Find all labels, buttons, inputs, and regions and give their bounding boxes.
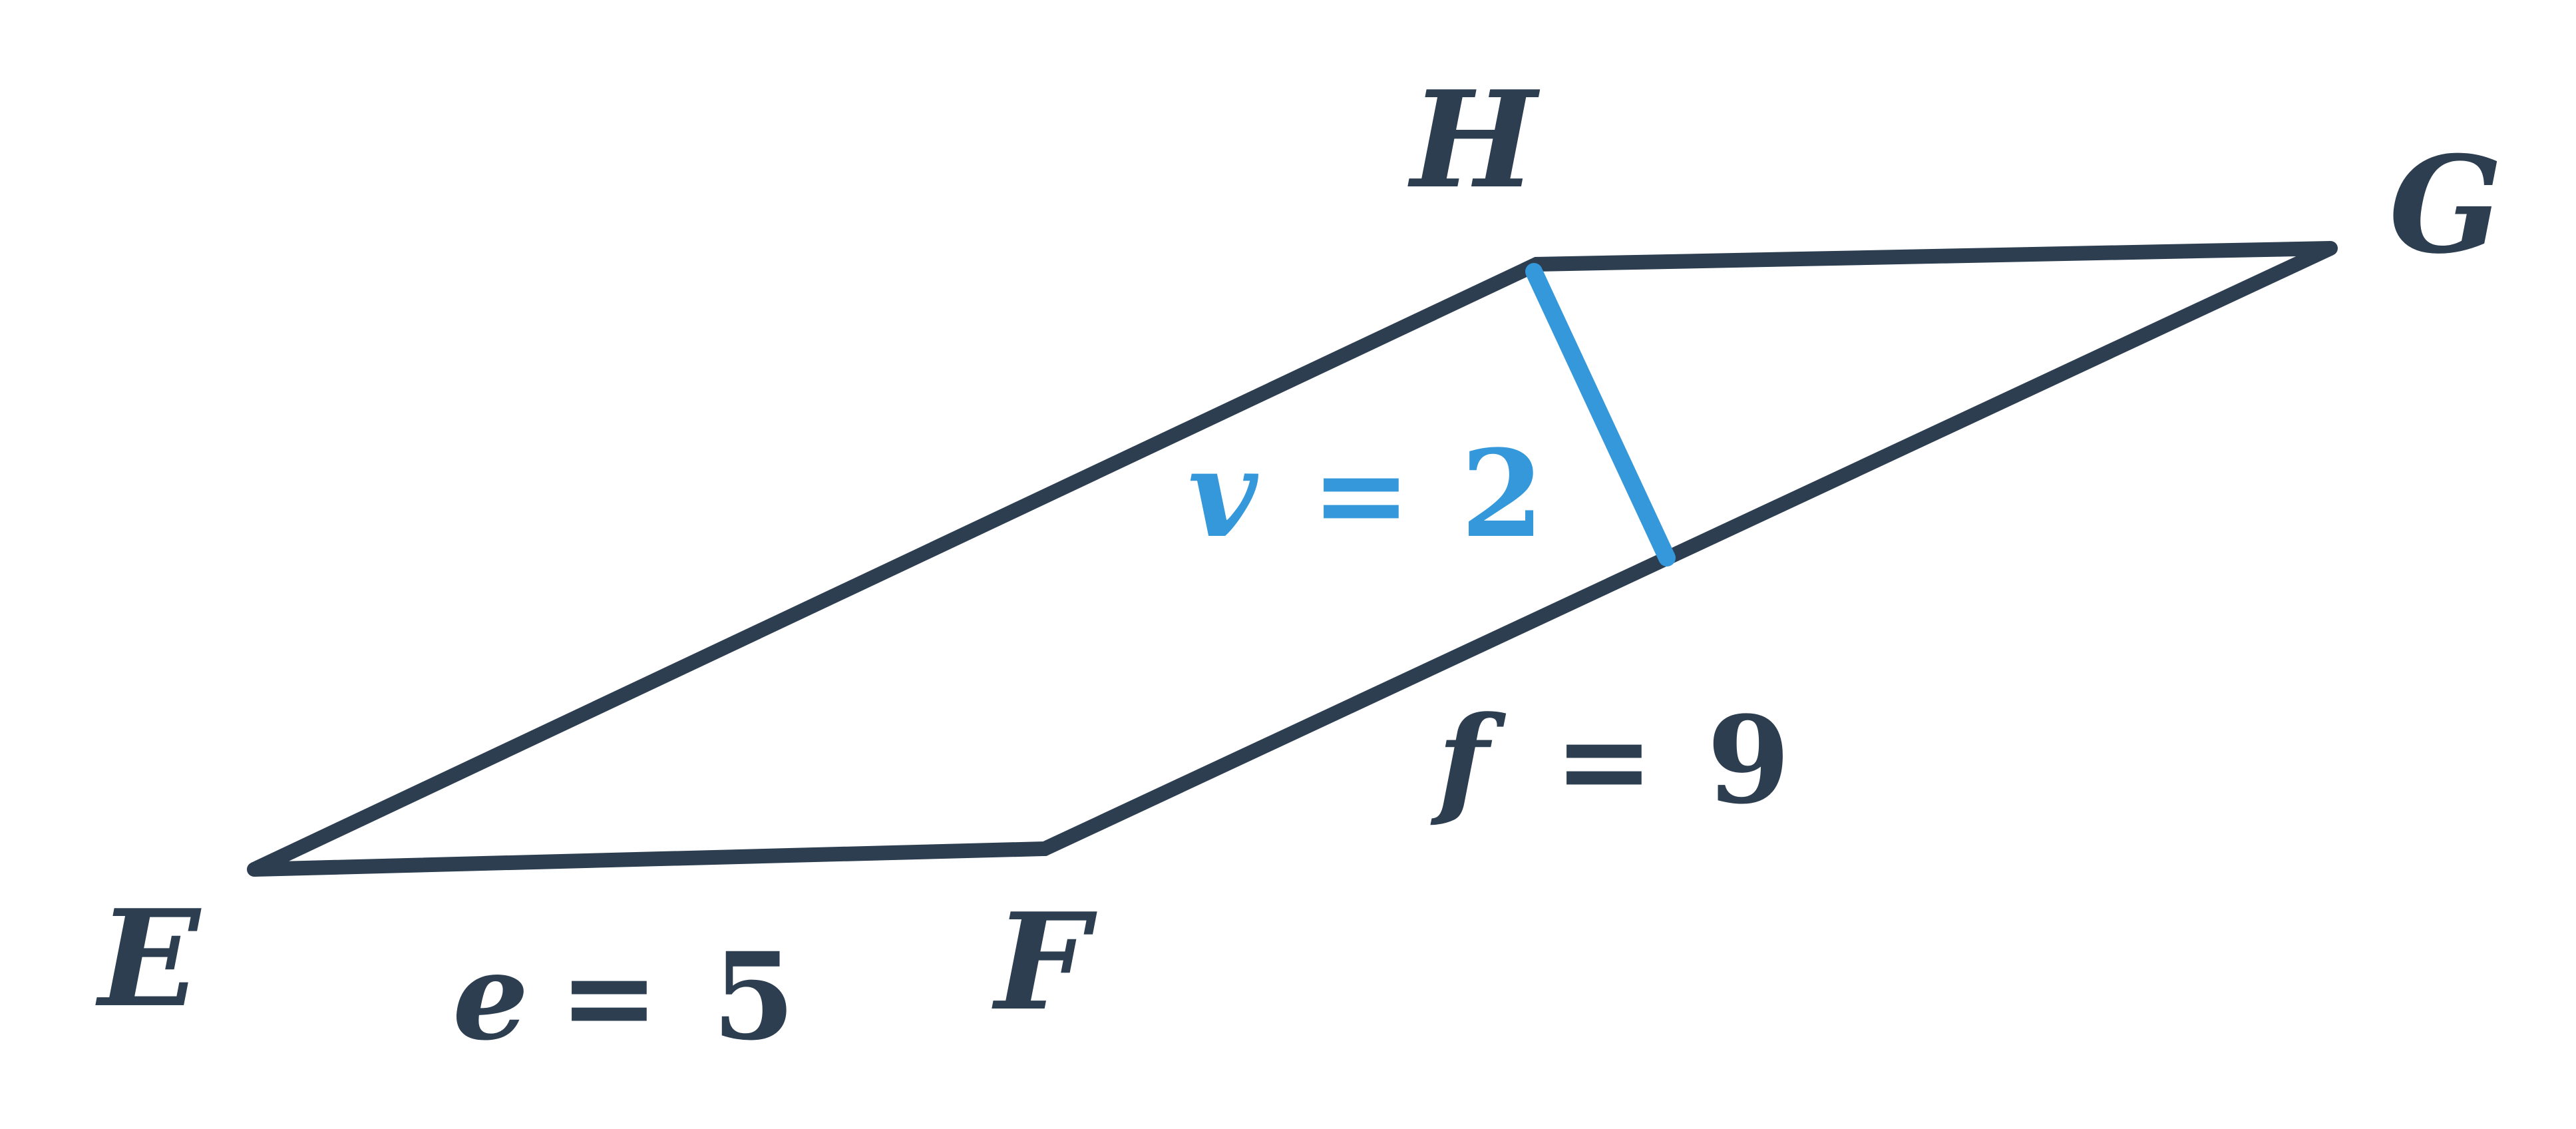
vertex-label-e: E [95,881,202,1037]
vertex-dot-e [247,862,262,877]
measurement-v-variable: v [1188,424,1259,564]
measurement-f: f = 9 [1430,690,1790,831]
measurement-f-variable: f [1430,690,1507,831]
vertex-dot-f [1037,841,1052,856]
measurement-f-equals: = [1554,690,1654,831]
measurement-v-value: 2 [1461,424,1544,564]
measurement-e: e = 5 [453,927,795,1067]
measurement-f-value: 9 [1707,690,1790,831]
measurement-v-equals: = [1311,424,1411,564]
vertex-dot-g [2323,241,2338,256]
measurement-e-equals: = [559,927,659,1067]
vertex-label-f: F [992,884,1097,1040]
height-segment-v [1525,263,1676,566]
parallelogram-outline [251,241,2334,877]
measurement-e-variable: e [453,927,529,1067]
measurement-v: v = 2 [1188,424,1544,564]
measurement-e-value: 5 [712,927,795,1067]
vertex-label-g: G [2389,127,2503,284]
vertex-label-h: H [1407,62,1541,218]
